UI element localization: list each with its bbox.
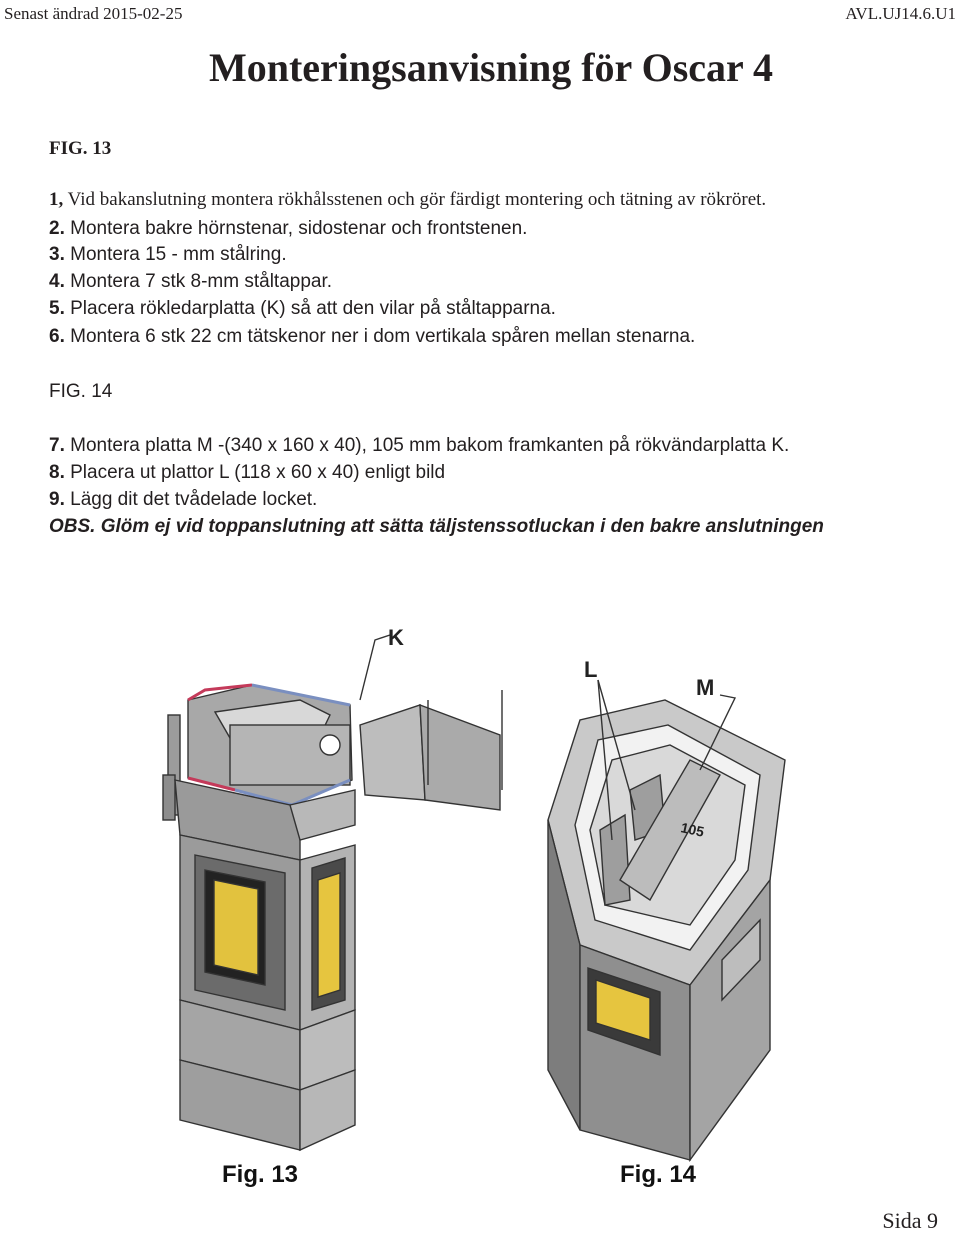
step-7-text: Montera platta M -(340 x 160 x 40), 105 …	[64, 435, 790, 456]
step-9-number: 9.	[49, 489, 65, 510]
step-1-number: 1,	[49, 189, 64, 210]
step-7-number: 7.	[49, 435, 65, 456]
step-1-text: Vid bakanslutning montera rökhålsstenen …	[63, 189, 767, 210]
step-1: 1, Vid bakanslutning montera rökhålssten…	[49, 189, 766, 211]
step-6-text: Montera 6 stk 22 cm tätskenor ner i dom …	[64, 326, 696, 347]
step-8-text: Placera ut plattor L (118 x 60 x 40) enl…	[64, 462, 446, 483]
step-9-text: Lägg dit det tvådelade locket.	[64, 489, 318, 510]
step-4-number: 4.	[49, 271, 65, 292]
obs-text: Glöm ej vid toppanslutning att sätta täl…	[95, 516, 824, 537]
label-k: K	[388, 625, 404, 650]
step-9: 9. Lägg dit det tvådelade locket.	[49, 489, 317, 511]
step-6: 6. Montera 6 stk 22 cm tätskenor ner i d…	[49, 326, 695, 348]
step-4-text: Montera 7 stk 8-mm ståltappar.	[64, 271, 333, 292]
fig14-heading: FIG. 14	[49, 381, 113, 402]
step-2-number: 2.	[49, 218, 65, 239]
fig13-caption: Fig. 13	[222, 1161, 298, 1188]
fig13-heading: FIG. 13	[49, 138, 112, 159]
step-5-text: Placera rökledarplatta (K) så att den vi…	[64, 298, 556, 319]
step-6-number: 6.	[49, 326, 65, 347]
step-5-number: 5.	[49, 298, 65, 319]
obs-label: OBS.	[49, 516, 96, 537]
page-title: Monteringsanvisning för Oscar 4	[208, 45, 774, 90]
fig13-stove	[162, 634, 503, 1152]
label-m: M	[696, 675, 714, 700]
fig14-caption: Fig. 14	[620, 1161, 697, 1188]
step-3-text: Montera 15 - mm stålring.	[64, 244, 287, 265]
step-7: 7. Montera platta M -(340 x 160 x 40), 1…	[49, 435, 789, 457]
step-2: 2. Montera bakre hörnstenar, sidostenar …	[49, 218, 527, 240]
header-doc-code: AVL.UJ14.6.U1	[845, 4, 956, 23]
step-8-number: 8.	[49, 462, 65, 483]
obs-note: OBS. Glöm ej vid toppanslutning att sätt…	[49, 516, 824, 538]
step-3-number: 3.	[49, 244, 65, 265]
step-4: 4. Montera 7 stk 8-mm ståltappar.	[49, 271, 332, 293]
step-3: 3. Montera 15 - mm stålring.	[49, 244, 287, 266]
step-5: 5. Placera rökledarplatta (K) så att den…	[49, 298, 556, 320]
fig14-stove	[547, 679, 786, 1163]
header-date: Senast ändrad 2015-02-25	[4, 4, 183, 23]
step-8: 8. Placera ut plattor L (118 x 60 x 40) …	[49, 462, 445, 484]
label-105: 105	[679, 819, 705, 840]
label-l: L	[584, 657, 597, 682]
page-number: Sida 9	[882, 1208, 938, 1233]
step-2-text: Montera bakre hörnstenar, sidostenar och…	[64, 218, 528, 239]
